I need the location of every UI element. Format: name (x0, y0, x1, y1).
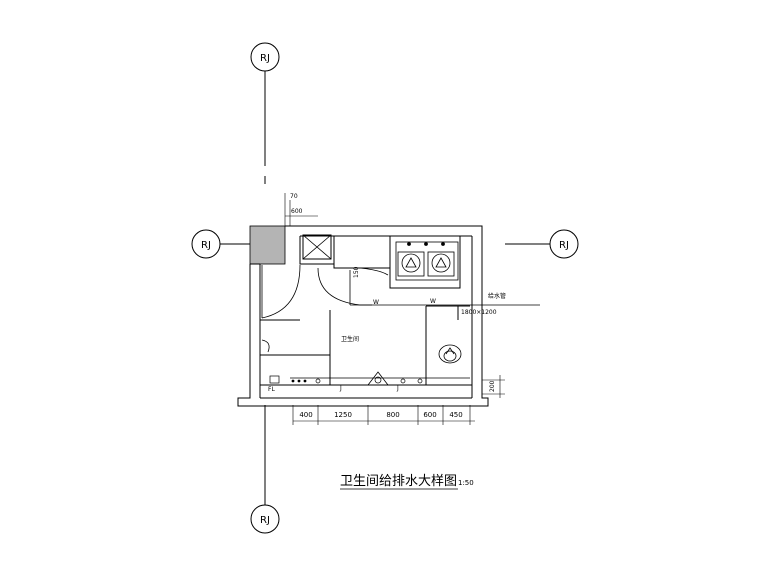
walls (237, 225, 489, 407)
axis-bottom-label: RJ (260, 515, 270, 526)
drawing-title-block: 卫生间给排水大样图 1:50 (340, 474, 474, 490)
note-mid: 卫生间 (341, 335, 359, 343)
dim-vertical: 150 (353, 266, 360, 278)
pipes (290, 270, 540, 379)
drawing-scale: 1:50 (458, 479, 474, 487)
dim-right-small: 200 (489, 380, 496, 392)
dim-bottom-2: 1250 (334, 411, 352, 419)
door-swings (261, 264, 389, 353)
axis-bottom: RJ (250, 405, 280, 534)
dim-bottom-1: 400 (299, 411, 312, 419)
right-dimension: 200 (482, 375, 505, 398)
window-dim: 1800×1200 (461, 309, 497, 316)
appliance-pair (395, 241, 459, 281)
toilet-fixture (438, 344, 462, 364)
dim-bottom-5: 450 (449, 411, 462, 419)
floor-drain-box (302, 234, 332, 260)
drawing-title: 卫生间给排水大样图 (340, 474, 457, 489)
pipe-shaft-block (249, 225, 286, 265)
dim-top-width: 600 (291, 208, 303, 215)
dim-bottom-3: 800 (386, 411, 399, 419)
axis-left-label: RJ (201, 240, 211, 251)
axis-top-label: RJ (260, 53, 270, 64)
bottom-dimension-chain (292, 405, 475, 425)
axis-right-label: RJ (559, 240, 569, 251)
fl-mark: FL (268, 386, 275, 393)
j-mark-2: J (396, 385, 399, 392)
w-label-right: W (430, 298, 436, 305)
j-mark-1: J (339, 385, 342, 392)
small-fixtures (269, 371, 423, 386)
dim-top-offset: 70 (290, 193, 298, 200)
top-dimension: 70 600 (284, 193, 318, 226)
axis-top: RJ (250, 42, 280, 184)
note-right: 给水管 (488, 292, 506, 300)
w-label-left: W (373, 299, 379, 306)
dim-bottom-4: 600 (423, 411, 436, 419)
axis-right: RJ (505, 229, 579, 259)
